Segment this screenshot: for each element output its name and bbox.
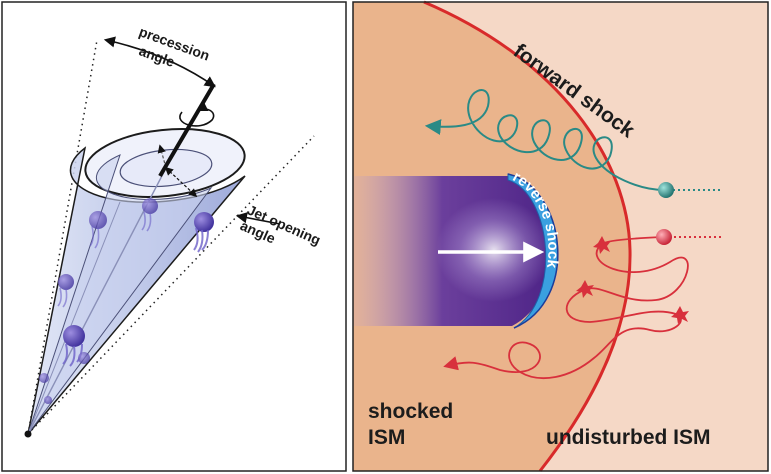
interaction-star [671, 306, 689, 324]
source-point [24, 430, 32, 438]
right-panel-border [352, 1, 769, 472]
jet-blobs [39, 198, 214, 404]
blob [142, 198, 158, 214]
blob [89, 211, 107, 229]
precession-angle-arc [103, 36, 216, 88]
teal-particle-dot [658, 182, 674, 198]
jet-opening-pointer [235, 212, 281, 225]
rotation-arrow [179, 100, 215, 127]
left-panel: precession angle Jet opening angle [1, 1, 347, 472]
precession-axis [158, 82, 216, 178]
shocked-ism-label-2: ISM [368, 426, 405, 449]
precession-guide-left [27, 39, 98, 435]
jet-axis [27, 167, 167, 435]
right-panel: reverse shock forward shock shocked ISM … [352, 0, 769, 472]
blob [78, 352, 90, 364]
jet-glow [436, 198, 552, 302]
forward-shock-front [423, 0, 632, 472]
red-particle [443, 229, 722, 379]
interaction-star [576, 280, 594, 298]
jet-edge-line [27, 201, 121, 435]
shock-interactions [576, 236, 689, 324]
undisturbed-ism-label: undisturbed ISM [546, 426, 711, 449]
teal-particle [424, 89, 722, 198]
blob [39, 373, 49, 383]
red-particle-dot [656, 229, 672, 245]
interaction-star [593, 236, 611, 254]
blob [44, 396, 52, 404]
red-trajectory [443, 236, 689, 379]
opening-angle-arrow [164, 166, 198, 198]
reverse-shock-edge [507, 173, 559, 329]
blob [63, 325, 85, 347]
blob [58, 274, 74, 290]
blob [194, 212, 214, 232]
inner-arrow [157, 144, 167, 169]
shocked-ism-label: shocked [368, 400, 453, 423]
teal-trajectory [424, 89, 665, 191]
